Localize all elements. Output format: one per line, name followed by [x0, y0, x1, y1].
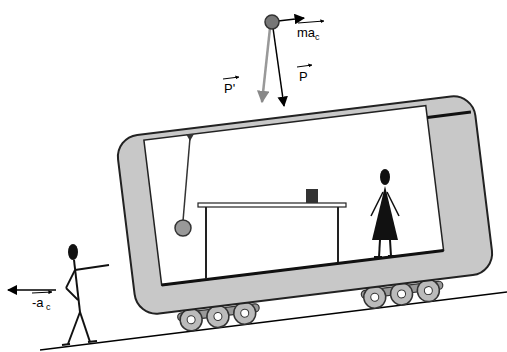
vector-arrow	[32, 292, 52, 293]
wagon	[115, 94, 497, 337]
table	[198, 203, 346, 279]
force-arrow	[273, 28, 284, 106]
vector-arrow	[297, 65, 312, 67]
vector-arrow	[223, 77, 239, 79]
force-label: P	[299, 70, 308, 83]
roof-line	[427, 112, 471, 117]
force-label: ma	[297, 26, 315, 39]
force-label: P'	[224, 82, 235, 95]
passenger	[371, 169, 399, 257]
pendulum	[175, 134, 194, 236]
subscript: c	[46, 303, 51, 312]
acceleration-arrow	[8, 289, 56, 291]
pendulum-bob	[265, 15, 279, 29]
force-arrow	[262, 28, 270, 102]
wagon-body	[115, 94, 494, 317]
vector-arrow	[298, 21, 324, 23]
subscript: c	[315, 33, 320, 42]
box	[306, 189, 318, 203]
observer	[62, 244, 109, 345]
acceleration-label: -a	[32, 296, 44, 309]
wagon-interior	[144, 106, 444, 286]
floor	[162, 250, 444, 285]
incline	[40, 292, 507, 350]
force-arrow	[278, 18, 304, 21]
